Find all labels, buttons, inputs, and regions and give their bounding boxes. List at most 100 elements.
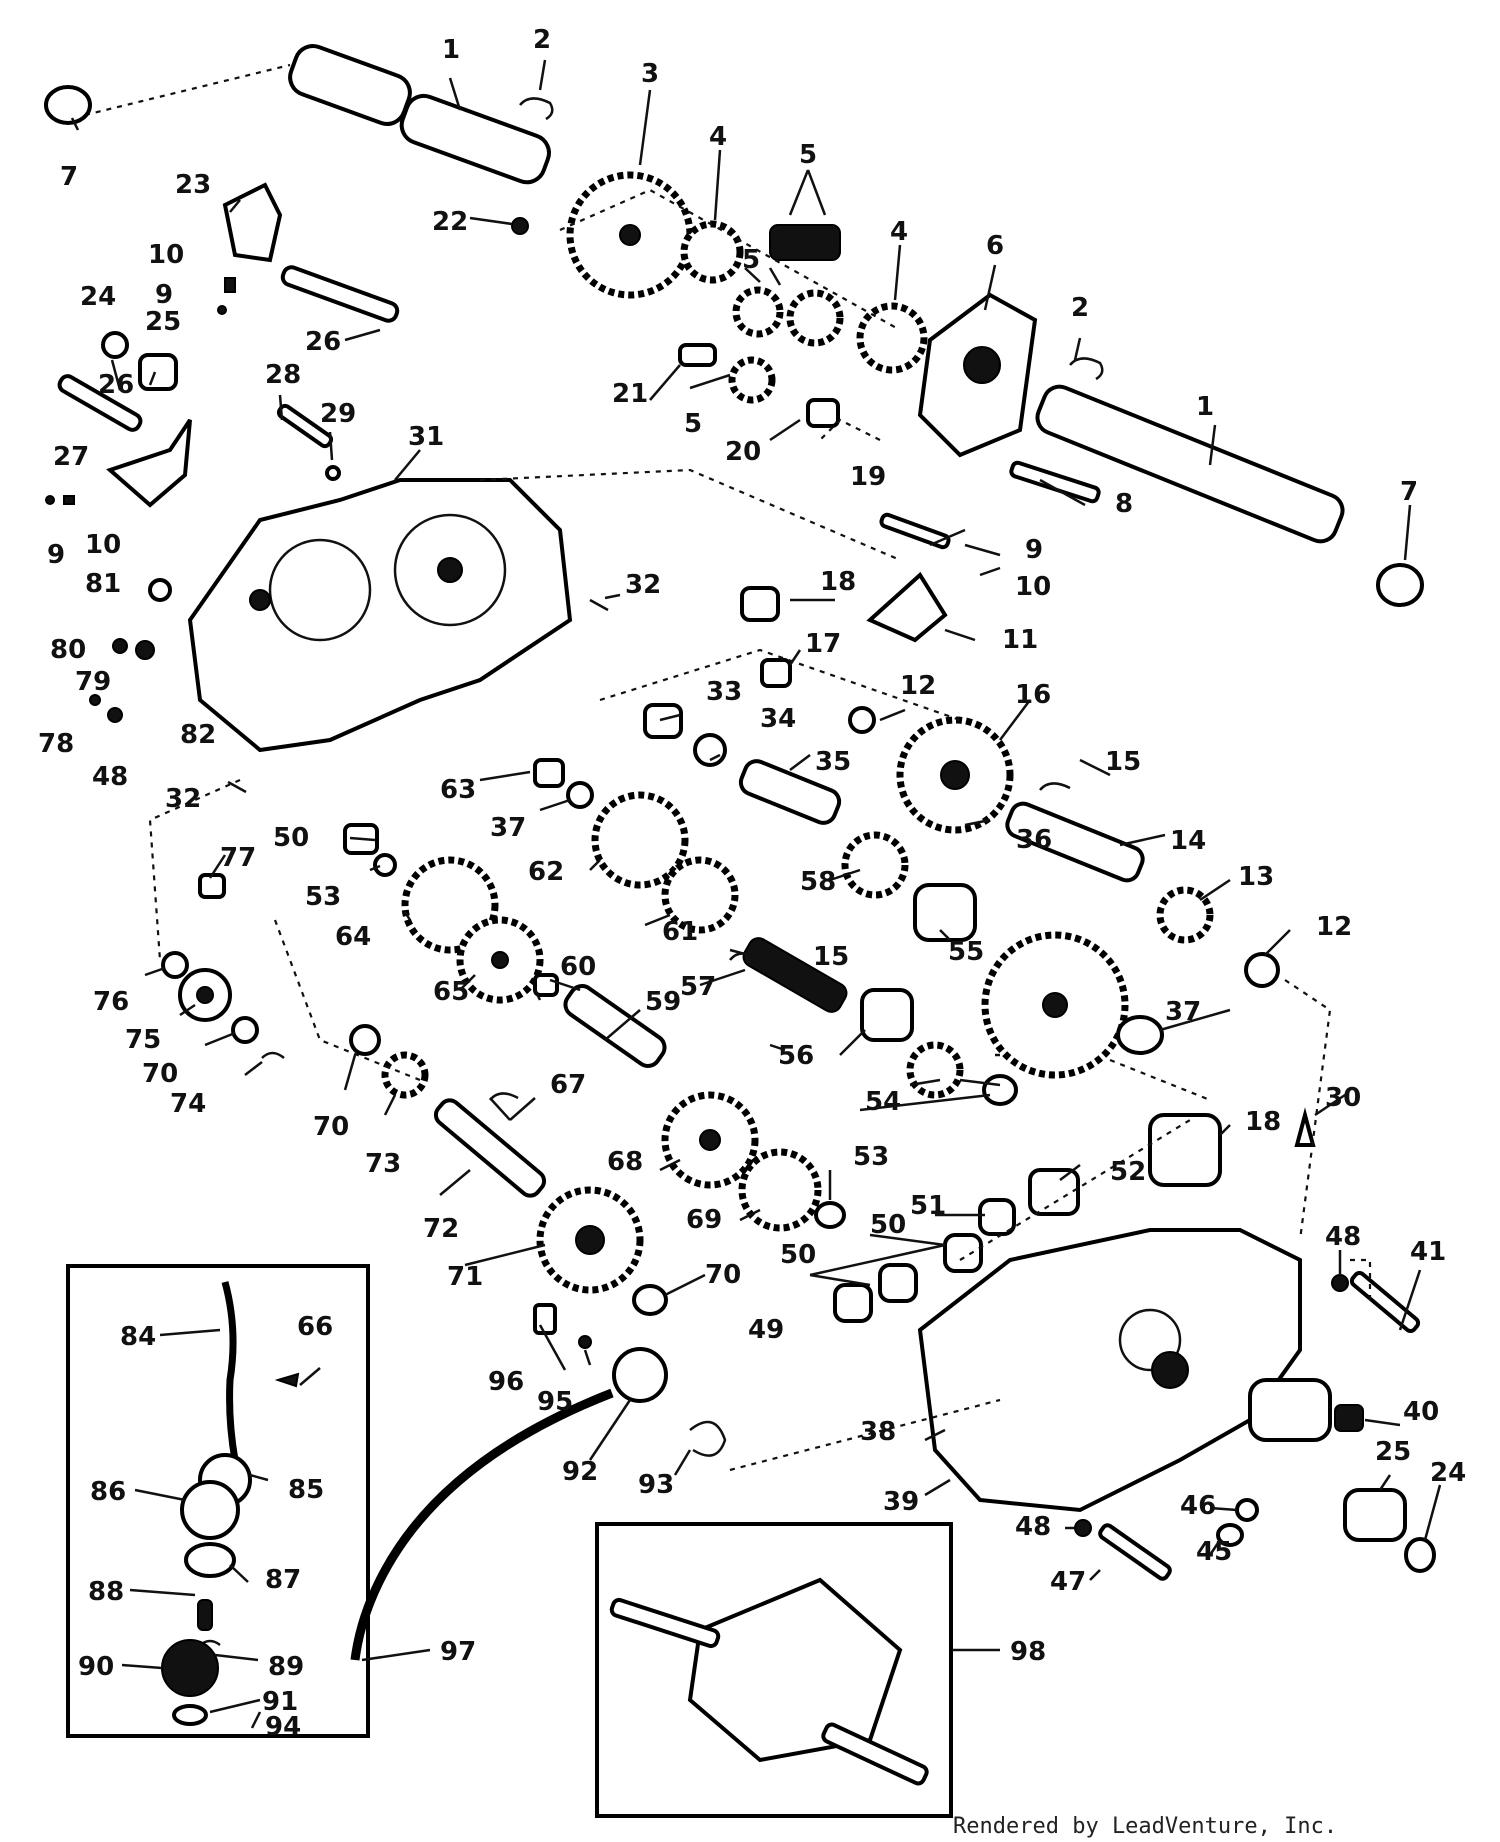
part-26-shaft-lower [57, 374, 143, 432]
part-78-ball [89, 694, 101, 706]
part-53-washer-mid [814, 1201, 846, 1229]
part-50-bushing-right [943, 1233, 983, 1273]
part-56-bushing [860, 988, 914, 1042]
callout-96: 96 [488, 1367, 524, 1397]
part-58-gear [841, 831, 909, 899]
callout-91: 91 [262, 1687, 298, 1717]
part-24-seal-left [101, 331, 129, 359]
part-53-washer-right [982, 1074, 1018, 1106]
part-29-ball [325, 465, 341, 481]
callout-13: 13 [1238, 862, 1274, 892]
callout-82: 82 [180, 720, 216, 750]
part-23-fork [222, 182, 283, 263]
part-38-case-half [917, 1228, 1302, 1513]
callout-65: 65 [433, 977, 469, 1007]
shift-fork-assembly [45, 182, 400, 508]
transaxle-axle-right [821, 1722, 929, 1786]
callout-70: 70 [142, 1059, 178, 1089]
part-37-washer-right [1116, 1015, 1164, 1055]
callout-39: 39 [883, 1487, 919, 1517]
part-51-bushing [978, 1198, 1016, 1236]
callout-12: 12 [900, 671, 936, 701]
part-12-washer-lower [1244, 952, 1280, 988]
part-20-bushing [806, 398, 840, 428]
callout-53: 53 [305, 882, 341, 912]
callout-6: 6 [986, 231, 1004, 261]
inset-assembled-transaxle [595, 1522, 953, 1818]
part-19-pin [879, 512, 951, 550]
callout-78: 78 [38, 729, 74, 759]
part-36-bushing [913, 883, 977, 942]
part-67-clip [489, 1092, 519, 1101]
part-30-vent [1294, 1107, 1316, 1147]
callout-12: 12 [1316, 912, 1352, 942]
callout-50: 50 [870, 1210, 906, 1240]
callout-32: 32 [165, 784, 201, 814]
callout-97: 97 [440, 1637, 476, 1667]
part-31-case-half [187, 478, 573, 753]
part-26-shaft-upper [280, 265, 400, 323]
callout-45: 45 [1196, 1537, 1232, 1567]
central-gear-cluster [479, 468, 1280, 1106]
part-72-shaft [433, 1098, 547, 1198]
callout-47: 47 [1050, 1567, 1086, 1597]
part-61-gear [661, 856, 739, 934]
callout-72: 72 [423, 1214, 459, 1244]
part-2-clip-upper [519, 97, 554, 121]
part-4-gear-right [856, 302, 928, 374]
callout-21: 21 [612, 379, 648, 409]
callout-37: 37 [1165, 997, 1201, 1027]
callout-66: 66 [297, 1312, 333, 1342]
callout-48: 48 [1015, 1512, 1051, 1542]
callout-25: 25 [1375, 1437, 1411, 1467]
shift-linkage [350, 1303, 727, 1661]
part-7-cap-left [44, 85, 92, 125]
part-84-lever [221, 1281, 239, 1461]
part-17-bushing [760, 658, 792, 688]
callout-64: 64 [335, 922, 371, 952]
callout-14: 14 [1170, 826, 1206, 856]
callout-5: 5 [684, 409, 702, 439]
part-80-ball [112, 638, 128, 654]
callout-52: 52 [1110, 1157, 1146, 1187]
part-47-bolt [1098, 1523, 1172, 1581]
callout-20: 20 [725, 437, 761, 467]
left-gear-cluster [161, 823, 1316, 1323]
callout-61: 61 [662, 917, 698, 947]
part-10-spring-lower [63, 495, 75, 505]
footer-credit: Rendered by LeadVenture, Inc. [953, 1814, 1337, 1839]
callout-27: 27 [53, 442, 89, 472]
transaxle-axle-left [609, 1597, 721, 1649]
callout-55: 55 [948, 937, 984, 967]
callout-26: 26 [98, 370, 134, 400]
callout-75: 75 [125, 1025, 161, 1055]
callout-94: 94 [265, 1712, 301, 1742]
callout-32: 32 [625, 570, 661, 600]
callout-18: 18 [820, 567, 856, 597]
callout-35: 35 [815, 747, 851, 777]
callout-19: 19 [850, 462, 886, 492]
part-79-plug [135, 640, 155, 660]
callout-9: 9 [47, 540, 65, 570]
inset-box-lever [66, 1264, 370, 1738]
callout-49: 49 [748, 1315, 784, 1345]
part-52-bushing [1028, 1168, 1080, 1216]
part-54-gear [906, 1041, 964, 1099]
part-69-gear [738, 1148, 822, 1232]
part-32-pin-lower [227, 780, 247, 794]
part-25-bushing-left [138, 353, 178, 391]
callout-5: 5 [742, 245, 760, 275]
callout-31: 31 [408, 422, 444, 452]
callout-68: 68 [607, 1147, 643, 1177]
part-94-pin [250, 1711, 262, 1729]
part-48-washer-left [107, 707, 123, 723]
callout-37: 37 [490, 813, 526, 843]
callout-89: 89 [268, 1652, 304, 1682]
part-9-ball-upper [217, 305, 227, 315]
callout-30: 30 [1325, 1083, 1361, 1113]
case-upper-half [89, 478, 609, 794]
part-7-cap-right [1376, 563, 1424, 607]
part-91-washer [172, 1704, 208, 1726]
callout-4: 4 [890, 217, 908, 247]
callout-80: 80 [50, 635, 86, 665]
